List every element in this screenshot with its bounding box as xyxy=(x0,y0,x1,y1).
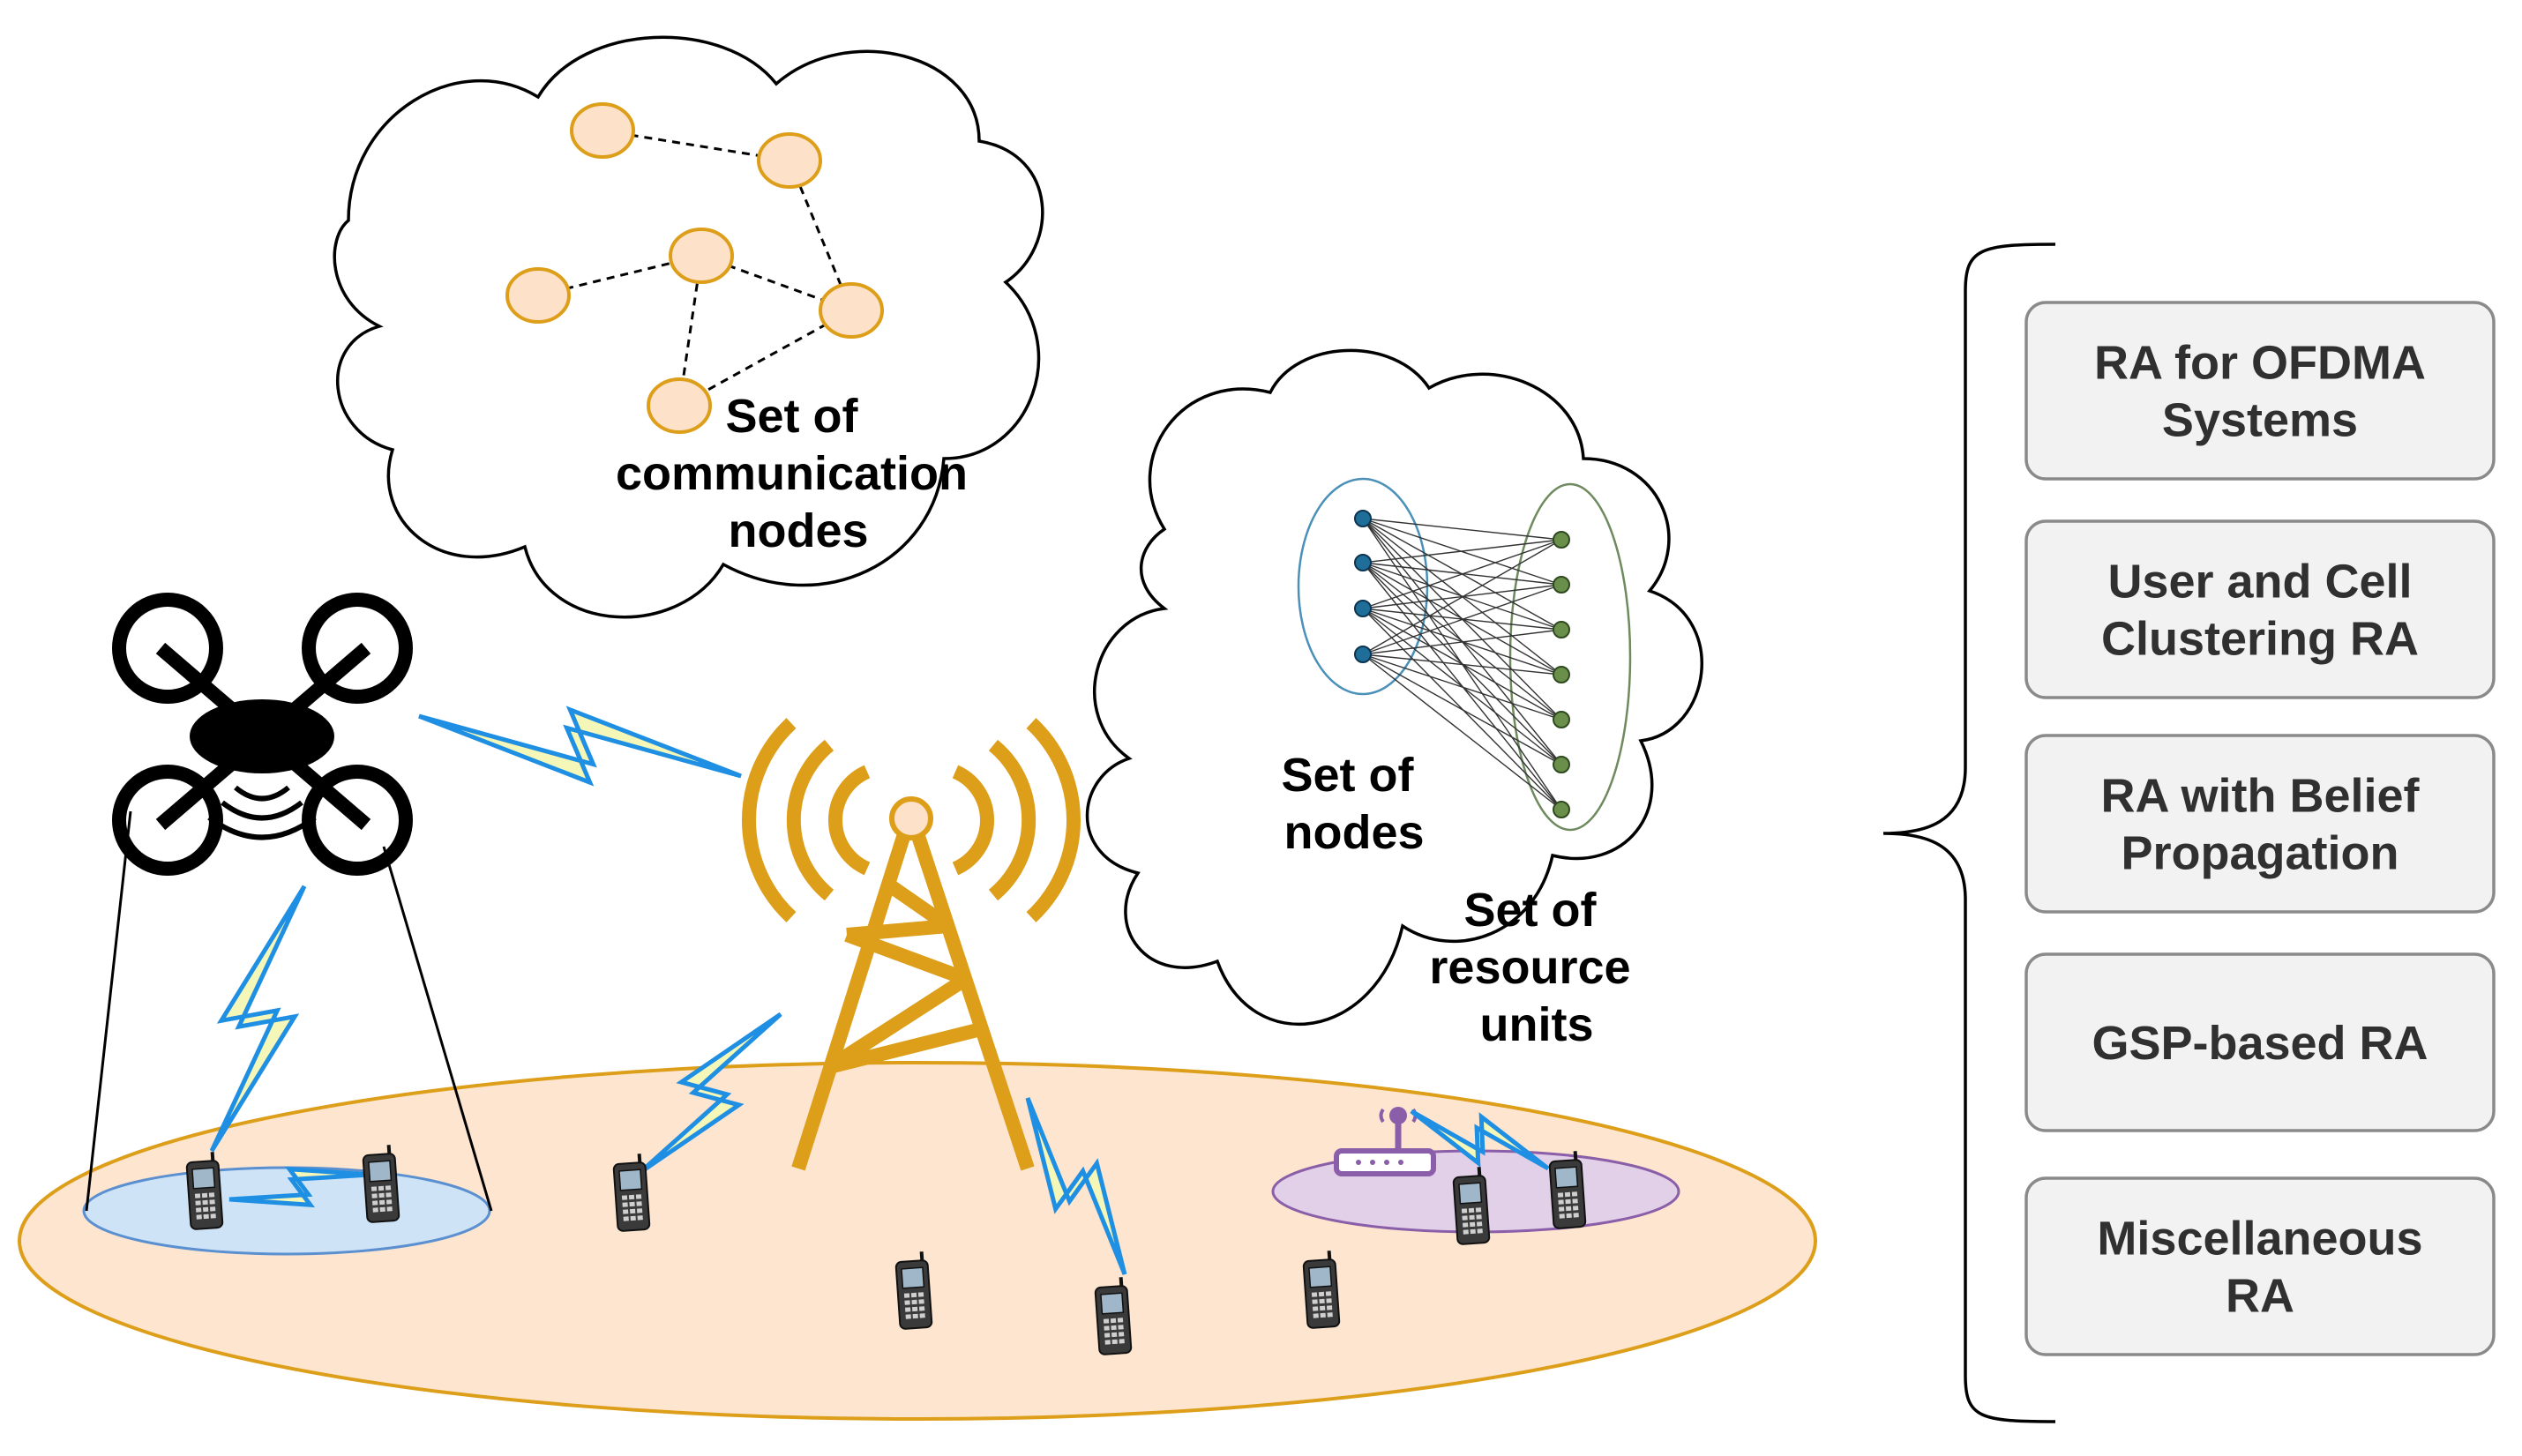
node-dot xyxy=(1354,510,1372,527)
lightning-bolt-icon xyxy=(1410,1109,1550,1171)
node-dot xyxy=(1354,600,1372,617)
mobile-phone-icon xyxy=(362,1145,400,1223)
lightning-bolt-icon xyxy=(209,885,307,1153)
comm-node xyxy=(570,102,635,159)
lightning-bolt-icon xyxy=(1025,1097,1127,1275)
resource-dot xyxy=(1553,801,1570,818)
resource-dot xyxy=(1553,666,1570,683)
cloud-communication-nodes: Set of communication nodes xyxy=(333,35,1044,619)
resource-dot xyxy=(1553,621,1570,638)
mobile-phone-icon xyxy=(1548,1151,1587,1229)
mobile-phone-icon xyxy=(1094,1277,1133,1355)
comm-node xyxy=(757,132,822,189)
category-label: GSP-based RA xyxy=(2092,1017,2428,1070)
mobile-phone-icon xyxy=(185,1152,224,1230)
uav-beam-right xyxy=(382,846,493,1212)
mobile-phone-icon xyxy=(1302,1251,1341,1329)
uav-drone-icon xyxy=(112,593,413,876)
resource-units-label: Set of resource units xyxy=(1429,884,1643,1051)
mobile-phone-icon xyxy=(612,1154,651,1232)
cloud1-label: Set of communication nodes xyxy=(616,390,981,557)
uav-coverage-cell xyxy=(82,1166,491,1256)
resource-dot xyxy=(1553,531,1570,549)
cloud-nodes-resources: Set of nodes Set of resource units xyxy=(1085,348,1703,1051)
cell-tower-icon xyxy=(742,718,1081,1171)
comm-node xyxy=(669,228,734,284)
wifi-router-icon xyxy=(1334,1107,1436,1176)
nodes-label: Set of nodes xyxy=(1281,749,1426,859)
lightning-bolt-icon xyxy=(418,706,742,787)
resource-dot xyxy=(1553,576,1570,594)
category-brace xyxy=(1882,243,2056,1423)
uav-beam-left xyxy=(85,810,132,1212)
comm-node xyxy=(819,282,884,339)
resource-dot xyxy=(1553,711,1570,728)
resource-dot xyxy=(1553,756,1570,773)
comm-node xyxy=(647,377,712,434)
node-dot xyxy=(1354,646,1372,663)
category-box: GSP-based RA xyxy=(2024,952,2496,1132)
user-equipment xyxy=(185,1145,1587,1355)
mobile-phone-icon xyxy=(1452,1167,1491,1245)
comm-node xyxy=(505,267,571,324)
node-dot xyxy=(1354,554,1372,571)
mobile-phone-icon xyxy=(894,1251,933,1330)
